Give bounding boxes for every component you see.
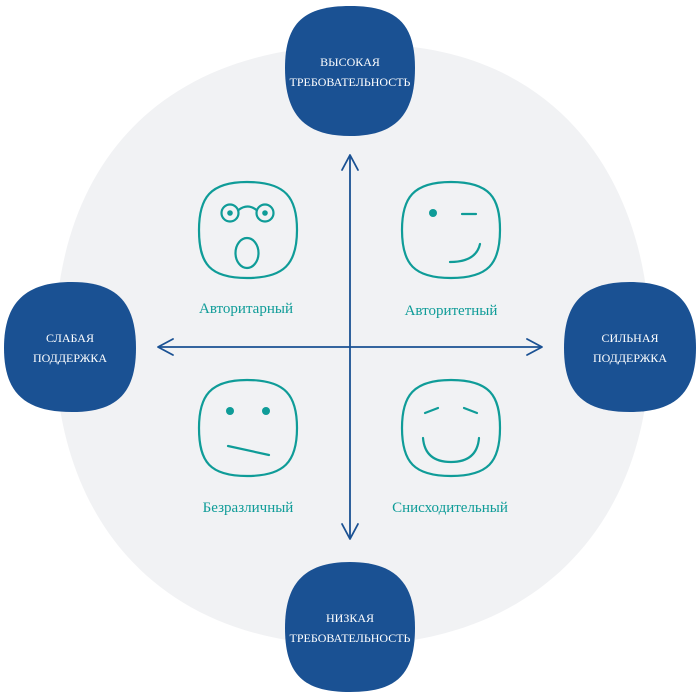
winking-face-icon	[400, 180, 502, 280]
node-strong-support: СИЛЬНАЯ ПОДДЕРЖКА	[564, 282, 696, 412]
node-high-demand-line2: ТРЕБОВАТЕЛЬНОСТЬ	[290, 75, 411, 89]
indifferent-face-icon	[197, 378, 299, 478]
node-weak-support-line2: ПОДДЕРЖКА	[33, 351, 107, 365]
node-high-demand: ВЫСОКАЯ ТРЕБОВАТЕЛЬНОСТЬ	[285, 6, 415, 136]
style-label-indifferent: Безразличный	[203, 500, 294, 516]
smiling-face-icon	[400, 378, 502, 478]
node-strong-support-line2: ПОДДЕРЖКА	[593, 351, 667, 365]
node-strong-support-line1: СИЛЬНАЯ	[601, 331, 658, 345]
node-high-demand-line1: ВЫСОКАЯ	[320, 55, 380, 69]
node-low-demand-line2: ТРЕБОВАТЕЛЬНОСТЬ	[290, 631, 411, 645]
background-blob	[55, 44, 650, 646]
node-low-demand: НИЗКАЯ ТРЕБОВАТЕЛЬНОСТЬ	[285, 562, 415, 692]
node-weak-support: СЛАБАЯ ПОДДЕРЖКА	[4, 282, 136, 412]
style-label-permissive: Снисходительный	[392, 500, 508, 516]
node-low-demand-line1: НИЗКАЯ	[326, 611, 374, 625]
style-label-authoritative: Авторитетный	[405, 303, 498, 319]
style-label-authoritarian: Авторитарный	[199, 301, 293, 317]
node-weak-support-line1: СЛАБАЯ	[46, 331, 94, 345]
surprised-face-with-glasses-icon	[197, 180, 299, 280]
